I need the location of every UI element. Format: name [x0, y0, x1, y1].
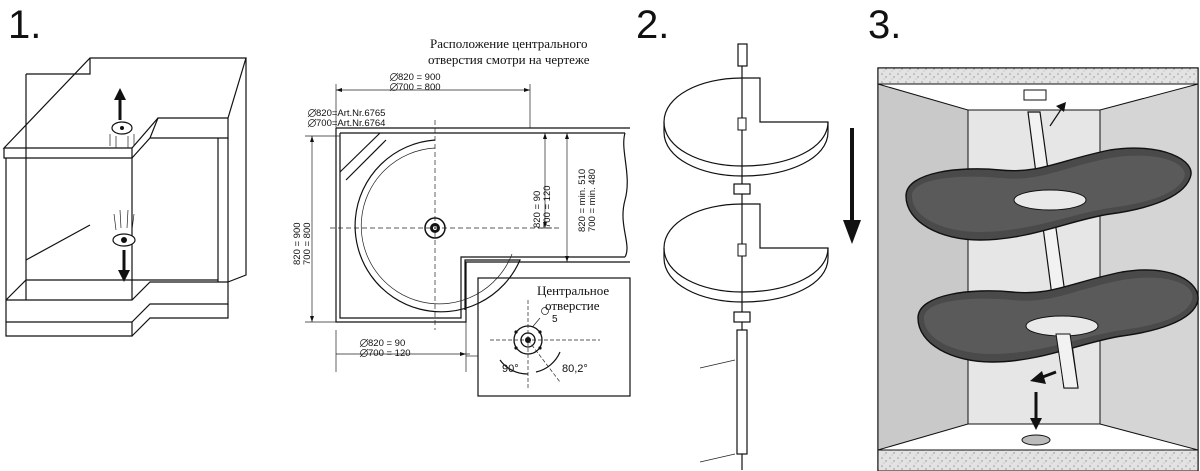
- step-number-1: 1.: [8, 3, 41, 47]
- bottom-dim-820: 820 = 90: [368, 338, 405, 349]
- min-dim-820: 820 = min. 510: [577, 169, 588, 232]
- offset-dim-700: 700 = 120: [542, 185, 553, 228]
- step-number-2: 2.: [636, 3, 669, 47]
- corner-cabinet-illustration: [2, 57, 247, 337]
- width-dim-820: 820 = 900: [398, 72, 441, 83]
- center-hole-label-2: отверстие: [545, 298, 600, 313]
- hole-diameter: 5: [552, 314, 558, 325]
- art-number-700: 700=Art.Nr.6764: [316, 118, 385, 129]
- art-number-820: 820=Art.Nr.6765: [316, 108, 385, 119]
- note-line-1: Расположение центрального: [430, 36, 588, 51]
- offset-dim-820: 820 = 90: [532, 191, 543, 228]
- angle-left: 90°: [502, 363, 519, 375]
- width-dim-700: 700 = 800: [398, 82, 441, 93]
- step-2-assembly: [663, 43, 861, 470]
- min-dim-700: 700 = min. 480: [587, 169, 598, 232]
- plan-view-drawing: Расположение центрального отверстия смот…: [292, 36, 631, 397]
- note-line-2: отверстия смотри на чертеже: [428, 52, 590, 67]
- angle-right: 80,2°: [562, 363, 588, 375]
- height-dim-820: 820 = 900: [292, 222, 303, 265]
- bottom-dim-700: 700 = 120: [368, 348, 411, 359]
- center-hole-label-1: Центральное: [537, 283, 609, 298]
- height-dim-700: 700 = 800: [302, 222, 313, 265]
- step-3-installed-view: [877, 67, 1199, 471]
- step-number-3: 3.: [868, 3, 901, 47]
